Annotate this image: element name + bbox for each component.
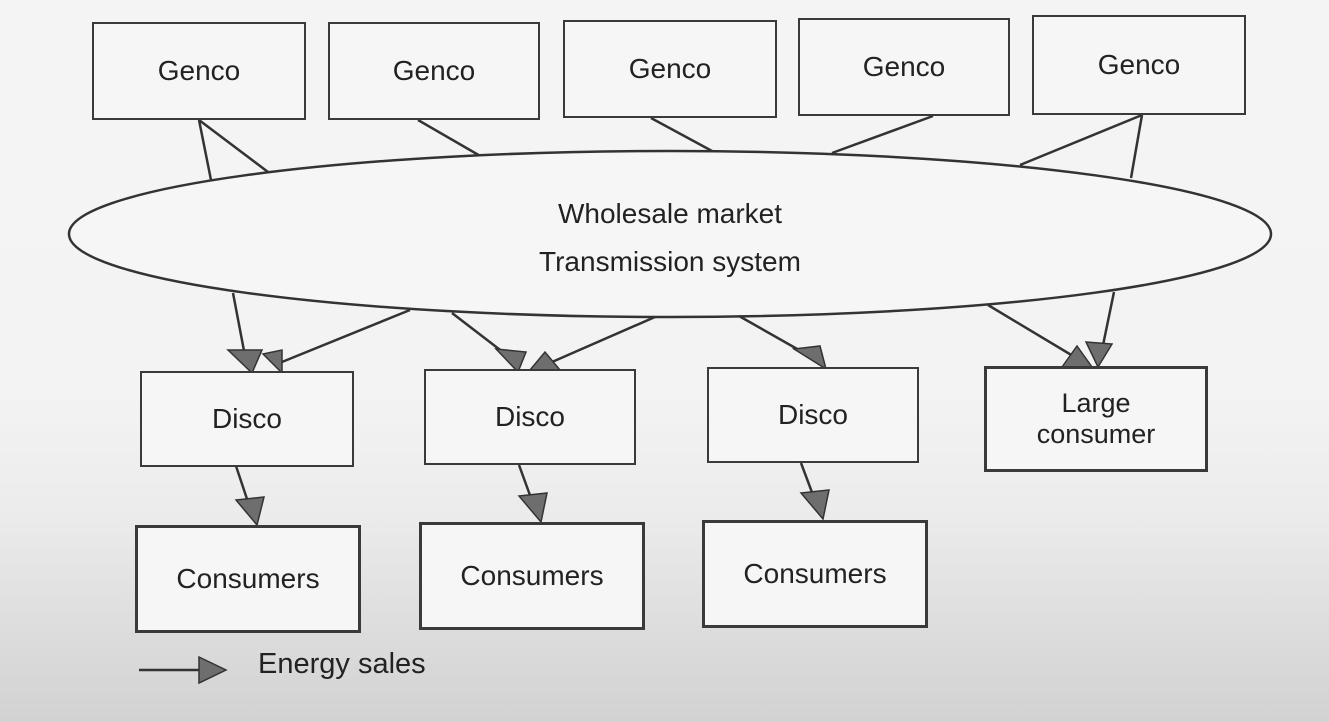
wholesale-market-line: Wholesale market <box>557 198 783 229</box>
arrowhead-large-a <box>1060 344 1094 368</box>
genco-box: Genco <box>92 22 306 120</box>
connector-disco-1b <box>276 308 411 366</box>
connector-consumers-3 <box>799 462 815 496</box>
genco-label: Genco <box>157 54 241 86</box>
connector-large-b <box>1100 291 1116 351</box>
disco-label: Disco <box>494 400 565 432</box>
large-consumer-label: Large consumer <box>1036 387 1156 449</box>
consumer-arrowheads <box>234 489 830 527</box>
arrowhead-disco-1a <box>226 349 264 375</box>
connector-large-a <box>987 303 1074 358</box>
connector-genco-3 <box>650 116 713 153</box>
connector-genco-4 <box>831 114 934 155</box>
distribution-arrowheads <box>226 341 1114 375</box>
consumers-label: Consumers <box>176 562 320 594</box>
arrowhead-disco-2a <box>494 348 528 374</box>
consumers-label: Consumers <box>460 559 604 591</box>
genco-box: Genco <box>1032 15 1246 115</box>
consumers-box: Consumers <box>135 525 361 633</box>
consumer-connectors <box>234 462 815 503</box>
connector-disco-3 <box>738 314 807 356</box>
connector-consumers-1 <box>234 465 250 503</box>
connector-genco-2 <box>417 118 483 159</box>
arrowhead-consumers-1 <box>234 496 265 527</box>
arrowhead-consumers-3 <box>799 489 830 521</box>
disco-box: Disco <box>707 367 919 463</box>
connector-genco-5a <box>1019 113 1143 167</box>
arrowhead-large-b <box>1084 341 1114 369</box>
connector-genco-1a <box>197 119 214 186</box>
disco-box: Disco <box>424 369 636 465</box>
connector-disco-2b <box>551 315 656 364</box>
legend-label: Energy sales <box>258 648 426 680</box>
connector-genco-1b <box>198 119 273 176</box>
consumers-box: Consumers <box>702 520 928 628</box>
genco-box: Genco <box>328 22 540 120</box>
genco-box: Genco <box>563 20 777 118</box>
genco-connectors <box>197 113 1144 186</box>
wholesale-market-ellipse <box>67 149 1273 319</box>
arrowhead-disco-1b <box>261 349 283 375</box>
large-consumer-box: Large consumer <box>984 366 1208 472</box>
arrowhead-disco-3 <box>791 345 828 371</box>
wholesale-market-label: Wholesale market Transmission system <box>420 190 920 286</box>
connector-disco-1a <box>231 292 247 357</box>
disco-box: Disco <box>140 371 354 467</box>
transmission-system-line: Transmission system <box>539 246 801 277</box>
genco-box: Genco <box>798 18 1010 116</box>
genco-label: Genco <box>1097 48 1181 80</box>
disco-label: Disco <box>777 398 848 430</box>
genco-label: Genco <box>628 52 712 84</box>
disco-label: Disco <box>211 402 282 434</box>
connector-consumers-2 <box>517 464 533 499</box>
arrowhead-consumers-2 <box>517 492 548 524</box>
consumers-box: Consumers <box>419 522 645 630</box>
legend-arrow <box>139 655 228 685</box>
genco-label: Genco <box>392 54 476 86</box>
connector-genco-5b <box>1129 114 1144 179</box>
consumers-label: Consumers <box>743 557 887 589</box>
genco-label: Genco <box>862 50 946 82</box>
